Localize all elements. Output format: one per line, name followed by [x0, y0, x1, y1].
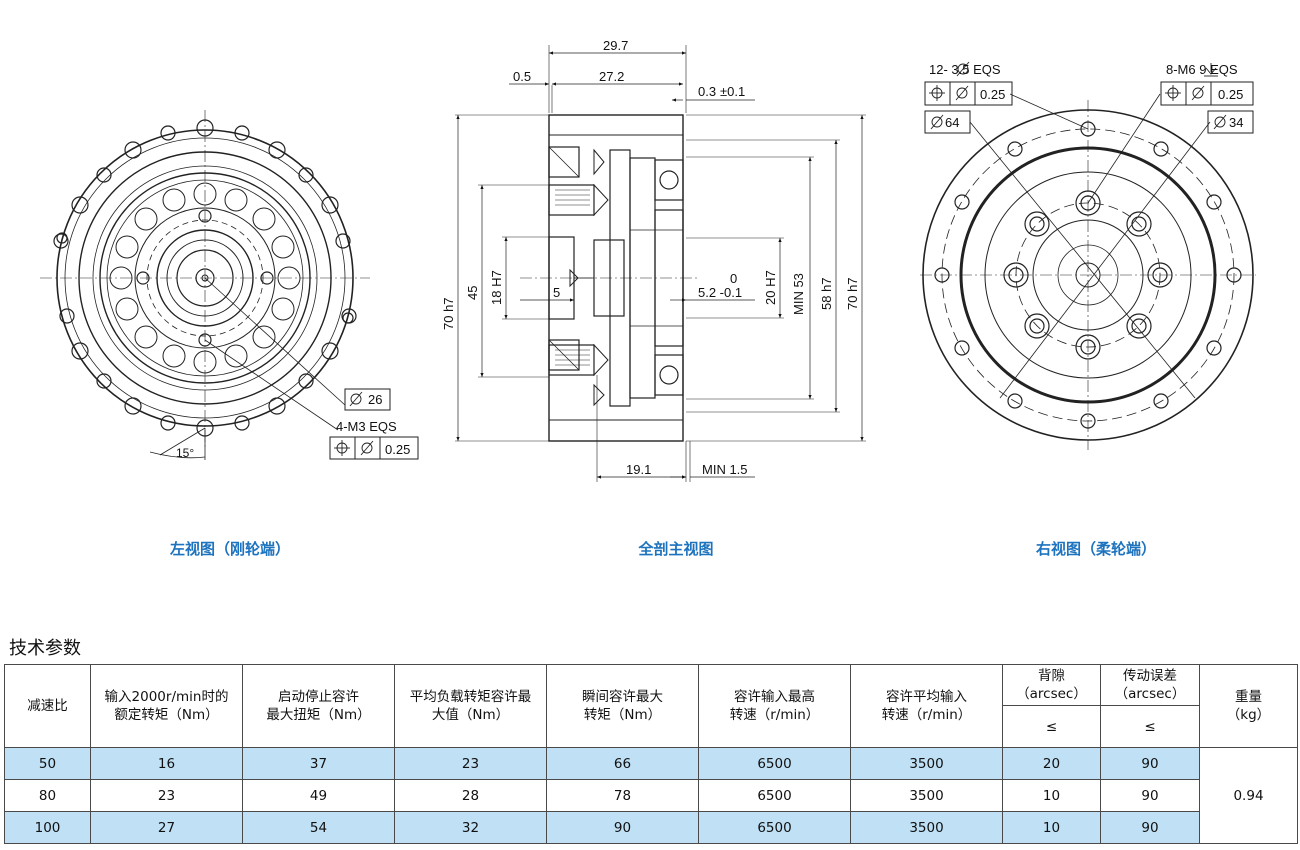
dim-27-2: 27.2 [599, 69, 624, 84]
dim-19-1: 19.1 [626, 462, 651, 477]
table-cell: 6500 [698, 811, 851, 844]
dim-0-3: 0.3 [698, 84, 716, 99]
table-subheader-row: ≤ ≤ [5, 705, 1298, 748]
table-cell: 49 [242, 779, 395, 812]
table-cell: 90 [1100, 747, 1200, 780]
table-header-cell: 瞬间容许最大转矩（Nm） [546, 664, 699, 748]
dim-0-3-tol: ±0.1 [720, 84, 745, 99]
dim-d45: 45 [465, 286, 480, 300]
right-d64-label: 64 [945, 115, 959, 130]
dim-d70-right: 70 h7 [845, 277, 860, 310]
table-cell: 90 [546, 811, 699, 844]
dim-d58: 58 h7 [819, 277, 834, 310]
table-subheader-cell: ≤ [1002, 705, 1101, 748]
right-view-drawing [920, 61, 1256, 450]
table-cell: 10 [1002, 779, 1101, 812]
table-header-cell: 平均负载转矩容许最大值（Nm） [394, 664, 547, 748]
table-cell: 37 [242, 747, 395, 780]
left-tol-label: 0.25 [385, 442, 410, 457]
table-cell: 6500 [698, 747, 851, 780]
dim-5: 5 [553, 285, 560, 300]
table-row: 50 16 37 23 66 6500 3500 20 90 0.94 [4, 747, 1298, 844]
table-header-cell: 容许平均输入转速（r/min） [850, 664, 1003, 748]
dim-5-2: 5.2 -0.1 [698, 285, 742, 300]
table-cell: 28 [394, 779, 547, 812]
table-cell: 3500 [850, 779, 1003, 812]
dim-0: 0 [730, 271, 737, 286]
table-cell: 16 [90, 747, 243, 780]
table-cell: 20 [1002, 747, 1101, 780]
table-cell: 23 [394, 747, 547, 780]
table-cell: 90 [1100, 779, 1200, 812]
left-view-labels: 26 4-M3 EQS 0.25 15° [176, 392, 410, 460]
dim-d18: 18 H7 [489, 270, 504, 305]
left-angle-label: 15° [176, 446, 194, 460]
table-cell: 3500 [850, 747, 1003, 780]
table-cell: 32 [394, 811, 547, 844]
table-cell: 90 [1100, 811, 1200, 844]
engineering-drawings: 26 4-M3 EQS 0.25 15° [40, 38, 1256, 482]
left-holes-label: 4-M3 EQS [336, 419, 397, 434]
weight-cell: 0.94 [1199, 747, 1298, 844]
table-cell: 6500 [698, 779, 851, 812]
left-view-drawing [40, 110, 419, 460]
dim-min53: MIN 53 [791, 273, 806, 315]
table-header-cell: 重量（kg） [1199, 664, 1298, 748]
dim-d70-left: 70 h7 [441, 297, 456, 330]
table-header-cell: 启动停止容许最大扭矩（Nm） [242, 664, 395, 748]
right-holes8-label: 8-M6 9 EQS [1166, 62, 1238, 77]
table-header-cell: 减速比 [4, 664, 91, 748]
table-cell: 78 [546, 779, 699, 812]
table-cell: 10 [1002, 811, 1101, 844]
caption-section-view: 全剖主视图 [638, 540, 714, 558]
table-cell: 3500 [850, 811, 1003, 844]
table-header-cell: 容许输入最高转速（r/min） [698, 664, 851, 748]
table-header-cell: 背隙（arcsec） [1002, 664, 1101, 706]
dim-d20: 20 H7 [763, 270, 778, 305]
table-cell: 50 [4, 747, 91, 780]
right-tol-b-label: 0.25 [1218, 87, 1243, 102]
dim-29-7: 29.7 [603, 38, 628, 53]
table-subheader-cell: ≤ [1100, 705, 1200, 748]
right-view-labels: 12- 3.5 EQS 8-M6 9 EQS 0.25 0.25 64 34 [929, 62, 1243, 130]
table-header-cell: 传动误差（arcsec） [1100, 664, 1200, 706]
table-cell: 54 [242, 811, 395, 844]
table-row: 100 27 54 32 90 6500 3500 10 90 [4, 811, 1298, 844]
table-cell: 27 [90, 811, 243, 844]
middle-view-labels: 29.7 0.5 27.2 0.3 ±0.1 70 h7 45 18 H7 5 … [441, 38, 860, 477]
table-cell: 23 [90, 779, 243, 812]
table-cell: 80 [4, 779, 91, 812]
spec-table: 减速比 输入2000r/min时的额定转矩（Nm） 启动停止容许最大扭矩（Nm）… [4, 664, 1298, 844]
right-d34-label: 34 [1229, 115, 1243, 130]
table-cell: 100 [4, 811, 91, 844]
left-d26-label: 26 [368, 392, 382, 407]
caption-left-view: 左视图（刚轮端） [169, 540, 290, 558]
caption-right-view: 右视图（柔轮端） [1035, 540, 1156, 558]
table-row: 80 23 49 28 78 6500 3500 10 90 [4, 779, 1298, 812]
dim-0-5: 0.5 [513, 69, 531, 84]
right-tol-a-label: 0.25 [980, 87, 1005, 102]
table-cell: 66 [546, 747, 699, 780]
right-holes12-label: 12- 3.5 EQS [929, 62, 1001, 77]
table-header-row: 减速比 输入2000r/min时的额定转矩（Nm） 启动停止容许最大扭矩（Nm）… [4, 664, 1298, 748]
section-title: 技术参数 [9, 638, 81, 659]
table-header-cell: 输入2000r/min时的额定转矩（Nm） [90, 664, 243, 748]
middle-view-drawing [455, 45, 866, 482]
dim-min1-5: MIN 1.5 [702, 462, 748, 477]
